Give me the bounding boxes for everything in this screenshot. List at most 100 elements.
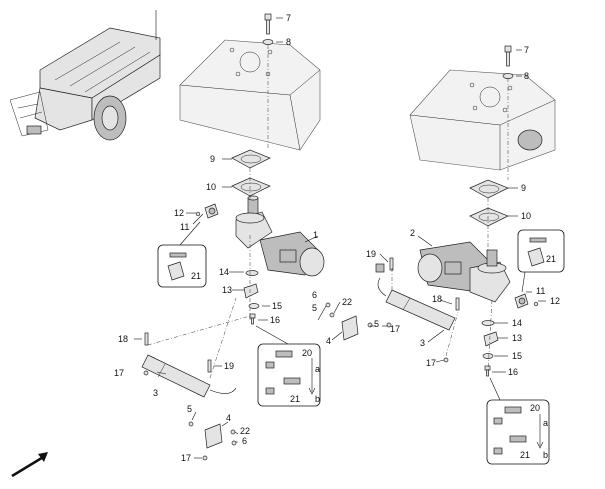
label-5-right-a: 5 <box>312 303 317 313</box>
label-12-right: 12 <box>550 296 560 306</box>
right-sensor-3 <box>375 263 456 331</box>
label-21-left-box: 21 <box>290 394 300 404</box>
right-bracket-13 <box>483 331 499 347</box>
label-16-right: 16 <box>508 367 518 377</box>
left-fitting-callout <box>157 221 207 288</box>
label-18-left: 18 <box>118 334 128 344</box>
label-12-left: 12 <box>174 208 184 218</box>
spreader-machine-illustration <box>9 10 161 141</box>
left-bolt-7 <box>264 13 272 35</box>
label-a-left: a <box>315 364 320 374</box>
label-1: 1 <box>313 230 318 240</box>
left-bracket-4 <box>204 423 223 449</box>
label-17-right-b: 17 <box>426 358 436 368</box>
direction-arrow <box>11 452 48 478</box>
leader-lines <box>134 17 546 459</box>
label-20-right-callout: 20 <box>530 403 540 413</box>
label-6-right: 6 <box>312 290 317 300</box>
label-5-left: 5 <box>187 404 192 414</box>
label-20-left-callout: 20 <box>302 348 312 358</box>
label-14-left: 14 <box>219 267 229 277</box>
left-nut-6 <box>231 440 237 446</box>
right-fitting-callout <box>517 229 565 293</box>
right-oring-14 <box>481 320 495 326</box>
label-19-left: 19 <box>224 361 234 371</box>
left-assembly-callout <box>255 325 321 407</box>
label-18-right: 18 <box>432 294 442 304</box>
label-2: 2 <box>410 228 415 238</box>
label-11-right: 11 <box>536 286 545 296</box>
right-bolt-18 <box>455 297 460 311</box>
left-bracket-13 <box>243 283 259 299</box>
label-22-right: 22 <box>342 297 352 307</box>
left-bolt-16 <box>249 313 256 325</box>
left-bolt-19 <box>207 359 212 373</box>
right-screw-12 <box>533 301 539 307</box>
label-15-left: 15 <box>272 301 282 311</box>
label-21-right-box: 21 <box>520 450 530 460</box>
label-13-left: 13 <box>222 285 232 295</box>
label-8-left: 8 <box>286 37 291 47</box>
left-gasket-9 <box>231 149 271 169</box>
left-sensor-axis <box>147 297 251 379</box>
label-9-right: 9 <box>521 183 526 193</box>
left-oring-14 <box>245 270 259 276</box>
label-7-left: 7 <box>286 13 291 23</box>
label-b-right: b <box>543 450 548 460</box>
right-bolt-7 <box>504 45 512 67</box>
right-gasket-10 <box>469 207 509 227</box>
left-nut-17 <box>202 455 208 461</box>
label-7-right: 7 <box>524 45 529 55</box>
left-nut-5 <box>188 421 194 427</box>
label-9-left: 9 <box>210 154 215 164</box>
label-17-left-a: 17 <box>114 368 124 378</box>
part-labels: 7 8 7 8 9 10 9 10 12 11 1 2 21 21 11 12 … <box>114 13 560 463</box>
label-17-left-b: 17 <box>181 453 191 463</box>
right-sensor-axis <box>391 268 459 357</box>
right-fitting-11 <box>514 293 529 309</box>
label-3-left: 3 <box>153 388 158 398</box>
right-nut-5 <box>367 322 373 328</box>
label-21-right-callout: 21 <box>546 254 556 264</box>
right-hydraulic-motor-2 <box>417 241 511 303</box>
label-10-right: 10 <box>521 211 531 221</box>
left-bolt-18 <box>144 332 149 346</box>
right-bolt-16 <box>484 365 491 377</box>
label-21-left-callout: 21 <box>191 271 201 281</box>
left-screw-12 <box>195 211 201 217</box>
label-5-right: 5 <box>374 319 379 329</box>
left-gasket-10 <box>231 177 271 197</box>
left-fitting-11 <box>204 203 219 219</box>
left-nut-17b <box>143 370 149 376</box>
label-a-right: a <box>543 418 548 428</box>
left-hood-cover <box>179 39 321 151</box>
left-screw-22 <box>230 429 236 435</box>
label-17-right-a: 17 <box>390 324 400 334</box>
label-19-right: 19 <box>366 249 376 259</box>
right-washer-8 <box>502 73 514 79</box>
left-assembly-axis <box>249 45 269 320</box>
right-assembly-axis <box>487 78 509 373</box>
label-15-right: 15 <box>512 351 522 361</box>
right-nut-6 <box>325 302 331 308</box>
label-16-left: 16 <box>270 315 280 325</box>
left-washer-15 <box>248 303 260 309</box>
left-sensor-3 <box>141 354 237 398</box>
label-22-left: 22 <box>240 426 250 436</box>
right-assembly-callout <box>486 377 550 465</box>
label-4-left: 4 <box>226 413 231 423</box>
label-6-left: 6 <box>242 436 247 446</box>
label-10-left: 10 <box>206 182 216 192</box>
label-3-right: 3 <box>420 338 425 348</box>
label-14-right: 14 <box>512 318 522 328</box>
right-screw-22 <box>329 312 335 318</box>
label-13-right: 13 <box>512 333 522 343</box>
left-hydraulic-motor-1 <box>235 195 325 277</box>
right-bolt-19 <box>389 257 394 271</box>
label-4-right: 4 <box>326 336 331 346</box>
right-bracket-4 <box>341 315 359 341</box>
right-hood-cover <box>409 69 556 171</box>
right-gasket-9 <box>469 179 509 199</box>
right-nut-17b <box>443 357 449 363</box>
